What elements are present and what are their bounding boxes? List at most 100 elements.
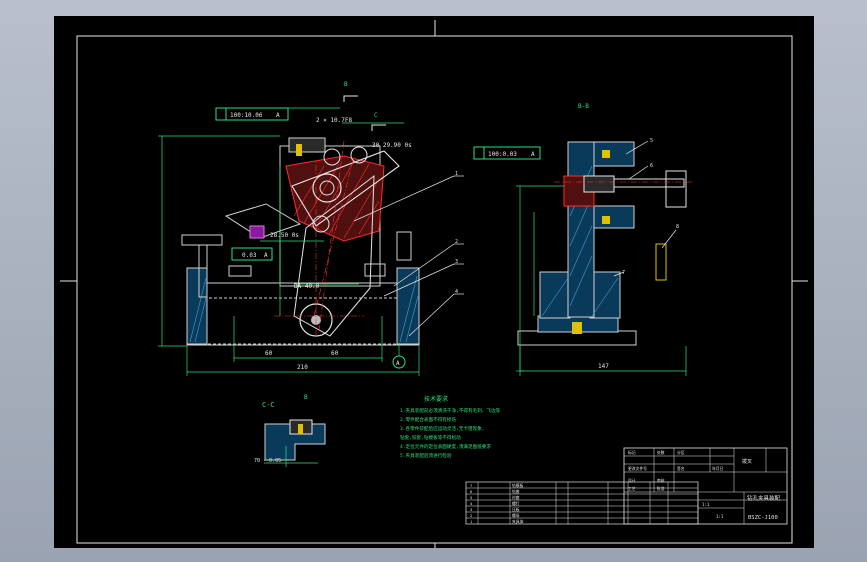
right-clamp-screw (396, 231, 412, 261)
leader-2: 2 (455, 239, 458, 245)
main-view[interactable]: A 100:10.06 A 0.03 A 2 × 10.7F8 30 29.90… (158, 81, 464, 401)
bom-row-no-5: 3 (470, 507, 472, 512)
dim-pos: DA 40.0 (294, 283, 320, 290)
leader-3: 3 (455, 259, 458, 265)
centre-lines (274, 140, 364, 336)
technical-notes: 技术要求 1.夹具装配前必须清洗干净,不得有毛刺、飞边等 2.零件配合表面不得有… (400, 395, 501, 459)
view-c-marker: C (374, 112, 378, 119)
bom-table: 7 6 5 4 3 2 1 钻模板 钻套 衬套 螺钉 压板 螺母 夹具体 (465, 481, 699, 525)
workpiece-section (285, 155, 385, 242)
tb-label-change: 更改文件号 (628, 466, 647, 471)
bb-column (567, 141, 595, 318)
bb-leader-6: 6 (650, 163, 653, 169)
left-clamp-handle (181, 234, 223, 246)
tb-label-zone: 分区 (677, 450, 685, 455)
tol-frame-1-datum: A (276, 112, 280, 119)
main-pivot-inner (319, 180, 335, 196)
title-block-grid (624, 448, 787, 524)
lever-arm (291, 150, 400, 227)
drawing-sheet[interactable]: A 100:10.06 A 0.03 A 2 × 10.7F8 30 29.90… (54, 16, 814, 558)
dim-cc: 70 - 0.05 (254, 458, 281, 464)
swing-plate (293, 174, 375, 337)
bb-side-bolt (655, 243, 667, 281)
bb-leader-8: 8 (676, 224, 679, 230)
tb-label-mark: 标记 (628, 450, 636, 455)
bom-row-no-2: 6 (470, 489, 473, 494)
section-cc-view[interactable]: C-C 70 - 0.05 (254, 401, 326, 467)
bb-bolt-top (602, 150, 610, 158)
tb-drawing-no: BSZC-J100 (748, 515, 778, 521)
fixture-base (186, 282, 420, 346)
bb-clamp-pin (583, 175, 615, 193)
tb-drawing-name: 钻孔夹具装配 (747, 494, 781, 502)
bom-name-4: 螺钉 (512, 501, 520, 506)
part-leaders (353, 175, 464, 337)
handle-ball (249, 225, 265, 239)
title-block-frame (623, 447, 788, 525)
cc-dim-lines (264, 446, 318, 467)
bb-right-foot (589, 271, 621, 319)
dim-lines-main (158, 107, 420, 376)
bom-row-no-7: 1 (470, 519, 473, 524)
upper-pivot-right (350, 146, 368, 164)
section-cc-title: C-C (262, 401, 275, 409)
title-block[interactable]: 标记 处数 分区 更改文件号 签名 年月日 设计 审核 工艺 批准 拨叉 钻孔夹… (623, 447, 788, 525)
tb-role-review: 审核 (657, 478, 665, 483)
workpiece-hatch (293, 160, 380, 239)
dim-60-right: 60 (331, 350, 339, 357)
notes-title: 技术要求 (424, 395, 448, 403)
tb-role-design: 设计 (628, 478, 636, 483)
lower-pivot (312, 215, 330, 233)
bb-top-arm (593, 141, 635, 167)
bb-base-insert (572, 322, 582, 334)
bb-leader-5: 5 (650, 138, 653, 144)
bb-left-foot (539, 271, 571, 319)
tol-frame-1-text: 100:10.06 (230, 112, 263, 119)
left-nut (228, 265, 252, 277)
drill-bushing-top (288, 137, 326, 153)
tb-role-approve: 批准 (657, 486, 665, 491)
bom-name-3: 衬套 (512, 495, 520, 500)
bb-bolt-mid (602, 216, 610, 224)
section-bb-view[interactable]: B-B (473, 103, 694, 376)
bom-row-no-3: 5 (470, 495, 472, 500)
cad-drawing-canvas: A 100:10.06 A 0.03 A 2 × 10.7F8 30 29.90… (60, 20, 808, 558)
leader-1: 1 (455, 171, 458, 177)
section-bb-title: B-B (578, 103, 589, 110)
right-nut (364, 263, 386, 277)
bushing-insert (296, 144, 302, 156)
note-3: 3.各零件装配后应运动灵活,无卡阻现象, (400, 425, 485, 432)
cc-insert (298, 424, 303, 434)
dim-210: 210 (297, 364, 308, 371)
dim-147: 147 (598, 363, 609, 370)
view-c-arrow (371, 124, 386, 131)
outer-frame (76, 35, 793, 544)
bom-name-7: 夹具体 (512, 519, 524, 524)
datum-a-circle (392, 355, 406, 369)
note-4: 钻套,铰套,钻模板等不得松动 (400, 434, 461, 441)
note-2: 2.零件配合表面不得有损伤 (400, 416, 456, 423)
bom-name-6: 螺母 (512, 513, 520, 518)
leader-4: 4 (455, 289, 458, 295)
bom-row-no-4: 4 (470, 501, 473, 506)
upper-pivot (323, 148, 341, 166)
base-hatch (189, 275, 419, 343)
bom-grid (466, 482, 698, 524)
note-5: 4.定位元件的定位表面硬度,须满足图纸要求 (400, 443, 491, 450)
bb-clamp-rod (613, 178, 685, 188)
bb-leaders (613, 140, 677, 277)
bb-mid-arm (593, 205, 635, 229)
bb-leader-7: 7 (622, 270, 625, 276)
note-6: 5.夹具装配后须进行检验 (400, 452, 452, 459)
view-b-marker-bottom: B (304, 394, 308, 401)
tb-product: 拨叉 (742, 458, 752, 465)
tb-scale: 1:1 (702, 502, 710, 507)
tb-label-date: 年月日 (712, 466, 724, 471)
tol-frame-1 (215, 107, 289, 121)
left-clamp-screw (198, 244, 208, 298)
dim-60-left: 60 (265, 350, 273, 357)
tol-frame-2-text: 100:0.03 (488, 151, 517, 158)
main-pivot-outer (312, 173, 342, 203)
tol-frame-3 (231, 247, 273, 261)
